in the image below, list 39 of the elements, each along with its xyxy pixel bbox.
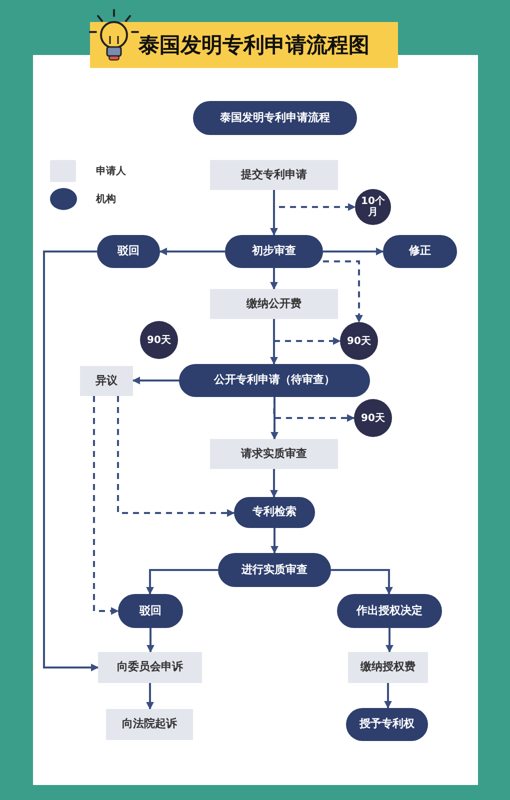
arrow	[146, 628, 154, 653]
process-box: 缴纳公开费	[210, 289, 338, 319]
arrow	[270, 528, 278, 554]
dashed-arrow	[323, 260, 363, 323]
process-box: 向委员会申诉	[98, 652, 202, 683]
process-box: 缴纳授权费	[348, 652, 428, 683]
arrow	[146, 569, 218, 595]
process-pill: 修正	[383, 235, 457, 268]
process-box: 异议	[80, 366, 133, 396]
dashed-arrow	[273, 319, 341, 345]
process-pill: 驳回	[118, 594, 183, 628]
process-pill: 专利检索	[234, 497, 315, 528]
arrow	[159, 248, 225, 256]
arrow	[323, 248, 384, 256]
process-box: 提交专利申请	[210, 160, 338, 190]
arrow	[43, 250, 99, 672]
process-pill: 驳回	[97, 235, 160, 268]
dashed-arrow	[117, 396, 235, 517]
process-box: 向法院起诉	[106, 709, 193, 740]
process-pill: 泰国发明专利申请流程	[193, 101, 357, 135]
arrow	[146, 683, 154, 710]
dashed-arrow	[273, 190, 356, 211]
arrow	[386, 628, 394, 653]
process-pill: 初步审查	[225, 235, 323, 268]
arrow	[384, 683, 392, 709]
process-box: 请求实质审查	[210, 439, 338, 469]
process-pill: 公开专利申请（待审查）	[179, 364, 370, 397]
legend-label: 申请人	[96, 164, 126, 178]
arrow	[270, 268, 278, 290]
arrow	[270, 469, 278, 498]
process-pill: 进行实质审查	[218, 553, 331, 587]
legend-label: 机构	[96, 192, 116, 206]
title-banner: 泰国发明专利申请流程图	[90, 22, 398, 68]
process-pill: 授予专利权	[346, 708, 428, 741]
process-pill: 作出授权决定	[337, 594, 442, 628]
arrow	[331, 569, 393, 595]
arrow	[132, 376, 179, 384]
dashed-arrow	[93, 396, 119, 615]
dashed-arrow	[272, 396, 355, 422]
